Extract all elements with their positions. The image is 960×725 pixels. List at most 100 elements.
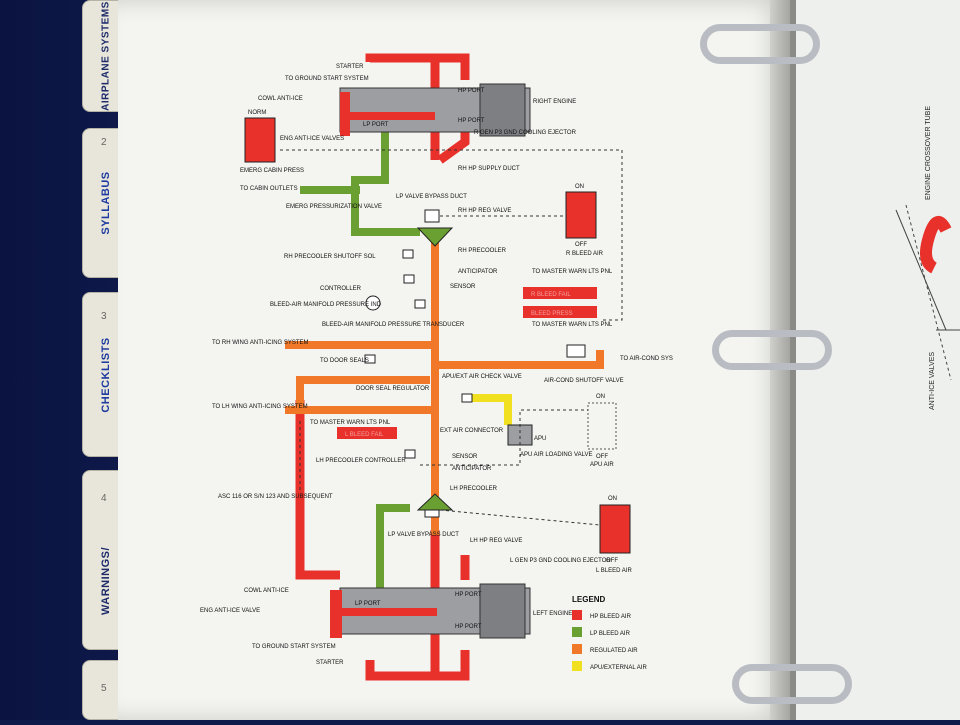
legend-label-hp: HP BLEED AIR xyxy=(590,614,632,620)
rh-hp-supply-label: RH HP SUPPLY DUCT xyxy=(458,166,520,172)
to-master-warn-3-label: TO MASTER WARN LTS PNL xyxy=(310,420,391,426)
lp-valve-bypass-bot-label: LP VALVE BYPASS DUCT xyxy=(388,532,459,538)
r-off-label: OFF xyxy=(575,242,587,248)
apu-ext-check-valve xyxy=(461,393,473,403)
emerg-cabin-press-switch[interactable] xyxy=(244,117,276,163)
bleed-manifold-xducer-label: BLEED-AIR MANIFOLD PRESSURE TRANSDUCER xyxy=(322,322,465,328)
to-ground-start-top-label: TO GROUND START SYSTEM xyxy=(285,76,369,82)
rh-hp-reg-valve xyxy=(424,209,440,223)
hp-duct-bottom-loop xyxy=(365,650,470,681)
rh-precooler-shutoff-sol xyxy=(402,249,414,259)
lp-duct-top xyxy=(351,125,420,236)
tab-number: 2 xyxy=(101,137,107,148)
l-bleed-air-switch[interactable] xyxy=(599,504,631,554)
right-engine-anti-ice-duct xyxy=(350,112,435,120)
eng-anti-ice-valves-label: ENG ANTI-ICE VALVES xyxy=(280,136,344,142)
right-engine: LP PORT HP PORT HP PORT RIGHT ENGINE xyxy=(339,83,576,137)
lh-precooler-controller xyxy=(404,449,416,459)
bleed-press-annunciator xyxy=(523,306,597,318)
right-engine-exhaust xyxy=(479,83,526,137)
sensor-top-label: SENSOR xyxy=(450,284,476,290)
to-ground-start-bot-label: TO GROUND START SYSTEM xyxy=(252,644,336,650)
emerg-press-valve-label: EMERG PRESSURIZATION VALVE xyxy=(286,204,382,210)
l-on-label: ON xyxy=(608,496,617,502)
to-lh-wing-label: TO LH WING ANTI-ICING SYSTEM xyxy=(212,404,308,410)
rh-precooler-shutoff-label: RH PRECOOLER SHUTOFF SOL xyxy=(284,254,376,260)
door-seal-regulator xyxy=(364,354,376,364)
binder-ring-bottom xyxy=(732,664,852,704)
legend-label-apu: APU/EXTERNAL AIR xyxy=(590,665,647,671)
lh-hp-reg-valve-label: LH HP REG VALVE xyxy=(470,538,522,544)
bleed-manifold-ind-label: BLEED-AIR MANIFOLD PRESSURE IND xyxy=(270,302,382,308)
apu-label: APU xyxy=(534,436,546,442)
legend-swatch-regulated xyxy=(572,644,582,654)
leader-line xyxy=(895,209,947,331)
lh-precooler-ctrl-label: LH PRECOOLER CONTROLLER xyxy=(316,458,406,464)
anti-ice-valves-label: ANTI-ICE VALVES xyxy=(929,352,936,410)
rh-hp-reg-valve-label: RH HP REG VALVE xyxy=(458,208,511,214)
hp-duct-lh-loop xyxy=(295,400,340,580)
engine-crossover-label: ENGINE CROSSOVER TUBE xyxy=(925,106,932,200)
legend: LEGEND HP BLEED AIR LP BLEED AIR REGULAT… xyxy=(572,595,647,671)
to-rh-wing-label: TO RH WING ANTI-ICING SYSTEM xyxy=(212,340,309,346)
lh-precooler-label: LH PRECOOLER xyxy=(450,486,498,492)
air-cond-shutoff-valve xyxy=(566,344,586,358)
legend-label-regulated: REGULATED AIR xyxy=(590,648,638,654)
right-engine-cowl xyxy=(340,92,350,136)
left-lp-port-label: LP PORT xyxy=(355,601,381,607)
apu-air-loading-label: APU AIR LOADING VALVE xyxy=(520,452,592,458)
cowl-anti-ice-bot-label: COWL ANTI-ICE xyxy=(244,588,289,594)
wiring-r-bleed xyxy=(280,149,623,321)
l-bleed-fail-annunciator xyxy=(337,427,397,439)
controller-top xyxy=(403,274,415,284)
apu-on-label: ON xyxy=(596,394,605,400)
bleed-press-text: BLEED PRESS xyxy=(531,311,573,317)
apu-air-switch[interactable] xyxy=(587,402,617,450)
left-engine-anti-ice-duct xyxy=(342,608,437,616)
to-master-warn-2-label: TO MASTER WARN LTS PNL xyxy=(532,322,613,328)
legend-swatch-apu xyxy=(572,661,582,671)
to-door-seals-label: TO DOOR SEALS xyxy=(320,358,369,364)
binder-ring-middle xyxy=(712,330,832,370)
binder-ring-top xyxy=(700,24,820,64)
to-air-cond-label: TO AIR-COND SYS xyxy=(620,356,673,362)
rh-precooler-label: RH PRECOOLER xyxy=(458,248,507,254)
tab-number: 4 xyxy=(101,493,107,504)
air-cond-shutoff-label: AIR-COND SHUTOFF VALVE xyxy=(544,378,624,384)
norm-label: NORM xyxy=(248,110,266,116)
bleed-air-pressure-indicator xyxy=(365,295,381,311)
asc-note-label: ASC 116 OR S/N 123 AND SUBSEQUENT xyxy=(218,494,333,500)
facing-page-diagram: ENGINE CROSSOVER TUBE ANTI-ICE VALVES xyxy=(895,106,960,410)
emerg-cabin-press-label: EMERG CABIN PRESS xyxy=(240,168,304,174)
rh-precooler xyxy=(416,227,454,247)
left-hp-port-label: HP PORT xyxy=(455,592,482,598)
controller-top-label: CONTROLLER xyxy=(320,286,362,292)
starter-bot-label: STARTER xyxy=(316,660,344,666)
right-hp-port2-label: HP PORT xyxy=(458,118,485,124)
to-cabin-outlets-label: TO CABIN OUTLETS xyxy=(240,186,298,192)
to-master-warn-1-label: TO MASTER WARN LTS PNL xyxy=(532,269,613,275)
wiring-apu xyxy=(420,409,588,466)
apu-off-label: OFF xyxy=(596,454,608,460)
crossover-duct xyxy=(920,216,952,274)
r-bleed-fail-annunciator xyxy=(523,287,597,299)
lp-valve-bypass-top-label: LP VALVE BYPASS DUCT xyxy=(396,194,467,200)
r-gen-p3-label: R GEN P3 GND COOLING EJECTOR xyxy=(474,130,577,136)
hp-duct-top-loop xyxy=(365,53,470,80)
right-engine-label: RIGHT ENGINE xyxy=(533,99,576,105)
legend-swatch-lp xyxy=(572,627,582,637)
r-bleed-fail-text: R BLEED FAIL xyxy=(531,292,571,298)
anticipator-bot-label: ANTICIPATOR xyxy=(452,466,492,472)
anticipator-top-label: ANTICIPATOR xyxy=(458,269,498,275)
r-on-label: ON xyxy=(575,184,584,190)
cowl-anti-ice-top-label: COWL ANTI-ICE xyxy=(258,96,303,102)
door-seal-reg-label: DOOR SEAL REGULATOR xyxy=(356,386,430,392)
r-bleed-air-switch[interactable] xyxy=(565,191,597,239)
left-engine: LP PORT HP PORT HP PORT LEFT ENGINE xyxy=(330,583,572,639)
apu-ext-check-label: APU/EXT AIR CHECK VALVE xyxy=(442,374,522,380)
ext-air-conn-label: EXT AIR CONNECTOR xyxy=(440,428,504,434)
left-hp-port2-label: HP PORT xyxy=(455,624,482,630)
legend-swatch-hp xyxy=(572,610,582,620)
lh-precooler xyxy=(416,493,454,511)
eng-anti-ice-valve-label: ENG ANTI-ICE VALVE xyxy=(200,608,260,614)
